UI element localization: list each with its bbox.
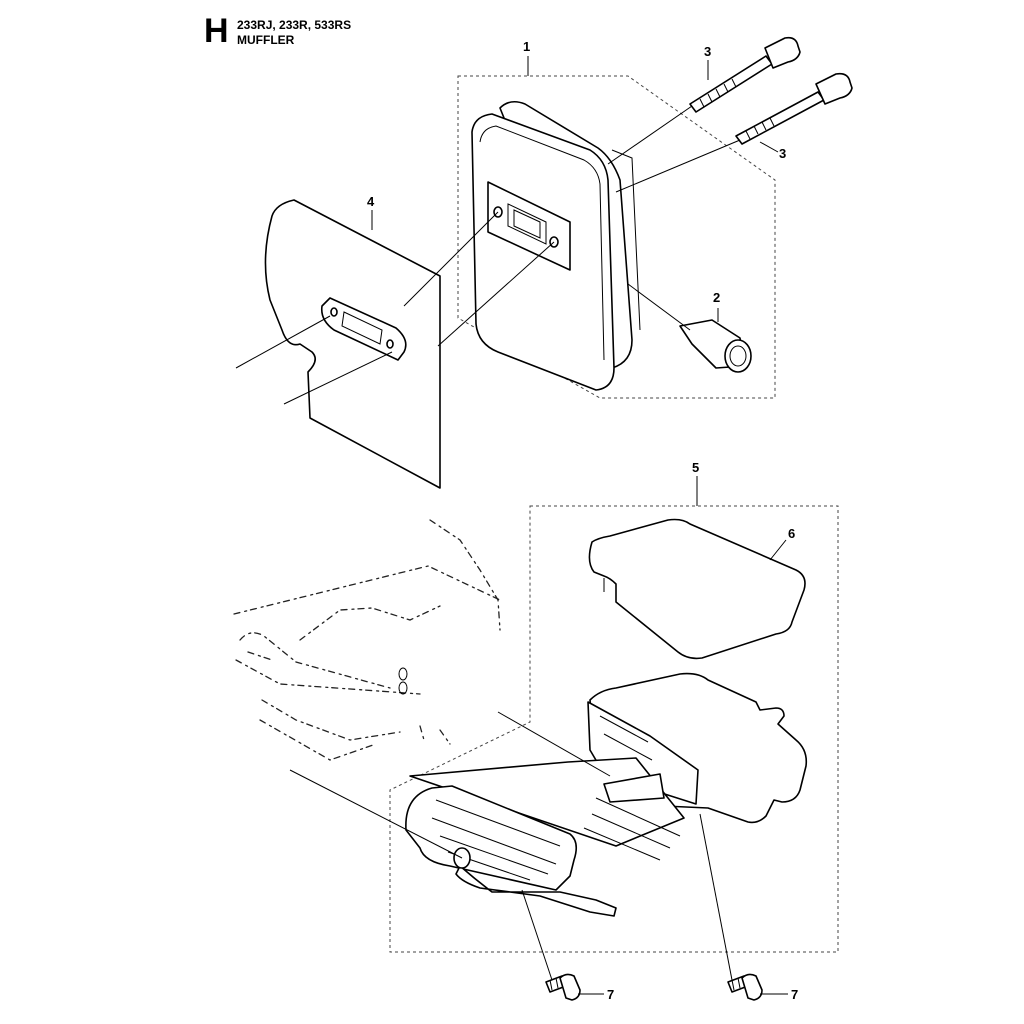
engine-outline xyxy=(233,519,501,761)
callout-6: 6 xyxy=(788,526,795,541)
callout-7: 7 xyxy=(791,987,798,1002)
leader-line xyxy=(699,813,733,981)
callout-1: 1 xyxy=(523,39,530,54)
muffler-cover-5 xyxy=(405,672,808,917)
leader-line xyxy=(437,241,555,347)
diagram-title: MUFFLER xyxy=(237,33,295,47)
screw-3-upper xyxy=(689,36,801,113)
leader-line xyxy=(403,211,499,307)
section-letter: H xyxy=(204,12,229,50)
callout-3: 3 xyxy=(779,146,786,161)
callout-4: 4 xyxy=(367,194,375,209)
leader-line xyxy=(607,105,693,165)
assembly-box-1 xyxy=(457,75,776,399)
leader-line xyxy=(497,711,611,777)
callout-3: 3 xyxy=(704,44,711,59)
gasket-6 xyxy=(588,518,806,660)
callout-leader-3b xyxy=(759,141,779,153)
heat-shield-4 xyxy=(264,199,441,489)
muffler-body-1 xyxy=(471,100,641,391)
bolt-7-right xyxy=(727,973,763,1001)
leader-line xyxy=(235,315,331,369)
leader-line xyxy=(627,283,691,331)
callout-2: 2 xyxy=(713,290,720,305)
leader-line xyxy=(283,351,393,405)
spark-arrestor-2 xyxy=(679,319,752,373)
leader-line xyxy=(615,139,741,193)
assembly-box-5 xyxy=(389,505,839,953)
callout-leader-6 xyxy=(769,539,787,561)
bolt-7-left xyxy=(545,973,581,1001)
callout-7: 7 xyxy=(607,987,614,1002)
leader-line xyxy=(521,889,553,981)
callout-5: 5 xyxy=(692,460,699,475)
model-list: 233RJ, 233R, 533RS xyxy=(237,18,352,32)
screw-3-lower xyxy=(735,72,853,145)
leader-line xyxy=(289,769,463,859)
